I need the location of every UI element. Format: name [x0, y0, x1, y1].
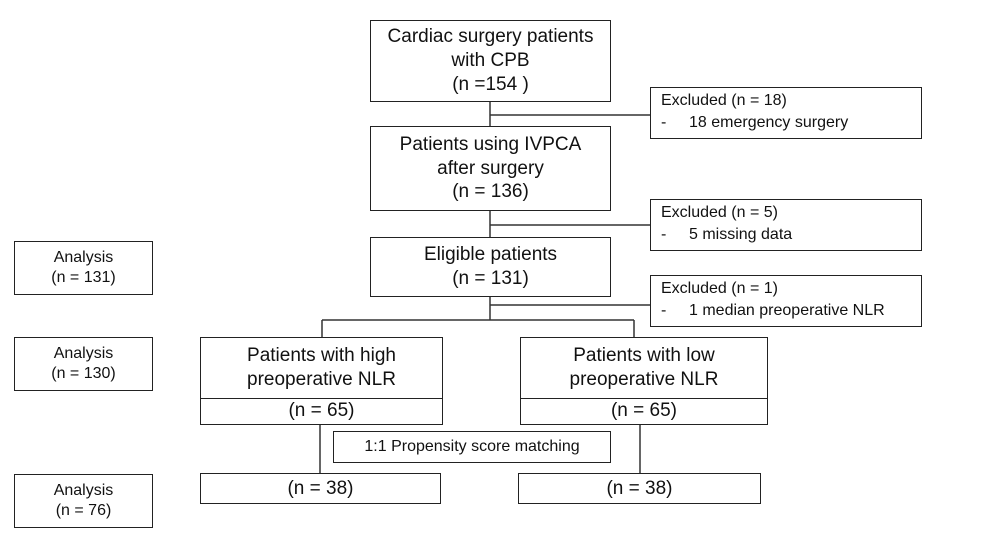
- eligible-box: Eligible patients (n = 131): [370, 237, 611, 297]
- ivpca-count: (n = 136): [452, 181, 529, 203]
- analysis-label-3: Analysis: [53, 482, 114, 499]
- analysis-label-2: Analysis: [53, 345, 114, 362]
- analysis-label-1: Analysis: [53, 249, 114, 266]
- low-nlr-count: (n = 65): [610, 400, 677, 421]
- matched-low-box: (n = 38): [518, 473, 761, 504]
- excluded-dash-3: -: [661, 302, 667, 320]
- low-nlr-box: Patients with low preoperative NLR (n = …: [520, 337, 768, 425]
- high-nlr-box: Patients with high preoperative NLR (n =…: [200, 337, 443, 425]
- matched-high-count: (n = 38): [287, 477, 354, 499]
- excluded-item-3: 1 median preoperative NLR: [689, 302, 885, 320]
- start-box: Cardiac surgery patients with CPB (n =15…: [370, 20, 611, 102]
- excluded-item-2: 5 missing data: [689, 226, 793, 244]
- matched-low-count: (n = 38): [606, 477, 673, 499]
- excluded-dash-2: -: [661, 226, 667, 244]
- low-nlr-line1: Patients with low: [573, 345, 715, 367]
- high-nlr-header: Patients with high preoperative NLR: [201, 338, 442, 399]
- high-nlr-count: (n = 65): [288, 400, 355, 421]
- propensity-matching-label: 1:1 Propensity score matching: [364, 438, 580, 455]
- eligible-line1: Eligible patients: [423, 244, 558, 266]
- excluded-box-3: Excluded (n = 1) - 1 median preoperative …: [650, 275, 922, 327]
- low-nlr-header: Patients with low preoperative NLR: [521, 338, 767, 399]
- analysis-box-2: Analysis (n = 130): [14, 337, 153, 391]
- excluded-item-1: 18 emergency surgery: [689, 114, 849, 132]
- ivpca-line2: after surgery: [437, 157, 544, 179]
- eligible-count: (n = 131): [452, 268, 529, 289]
- high-nlr-line2: preoperative NLR: [247, 369, 396, 390]
- excluded-box-2: Excluded (n = 5) - 5 missing data: [650, 199, 922, 251]
- excluded-dash-1: -: [661, 114, 667, 132]
- excluded-title-1: Excluded (n = 18): [661, 92, 787, 109]
- excluded-box-1: Excluded (n = 18) - 18 emergency surgery: [650, 87, 922, 139]
- start-line1: Cardiac surgery patients: [387, 26, 594, 48]
- high-nlr-line1: Patients with high: [247, 345, 396, 367]
- analysis-box-3: Analysis (n = 76): [14, 474, 153, 528]
- analysis-count-2: (n = 130): [51, 365, 116, 382]
- analysis-count-3: (n = 76): [55, 502, 112, 519]
- start-count: (n =154 ): [452, 73, 529, 95]
- ivpca-line1: Patients using IVPCA: [399, 133, 582, 155]
- low-nlr-line2: preoperative NLR: [569, 369, 719, 390]
- analysis-box-1: Analysis (n = 131): [14, 241, 153, 295]
- ivpca-box: Patients using IVPCA after surgery (n = …: [370, 126, 611, 211]
- excluded-title-3: Excluded (n = 1): [661, 280, 778, 297]
- excluded-title-2: Excluded (n = 5): [661, 204, 778, 221]
- start-line2: with CPB: [451, 50, 530, 72]
- analysis-count-1: (n = 131): [51, 269, 116, 286]
- matched-high-box: (n = 38): [200, 473, 441, 504]
- propensity-matching-box: 1:1 Propensity score matching: [333, 431, 611, 463]
